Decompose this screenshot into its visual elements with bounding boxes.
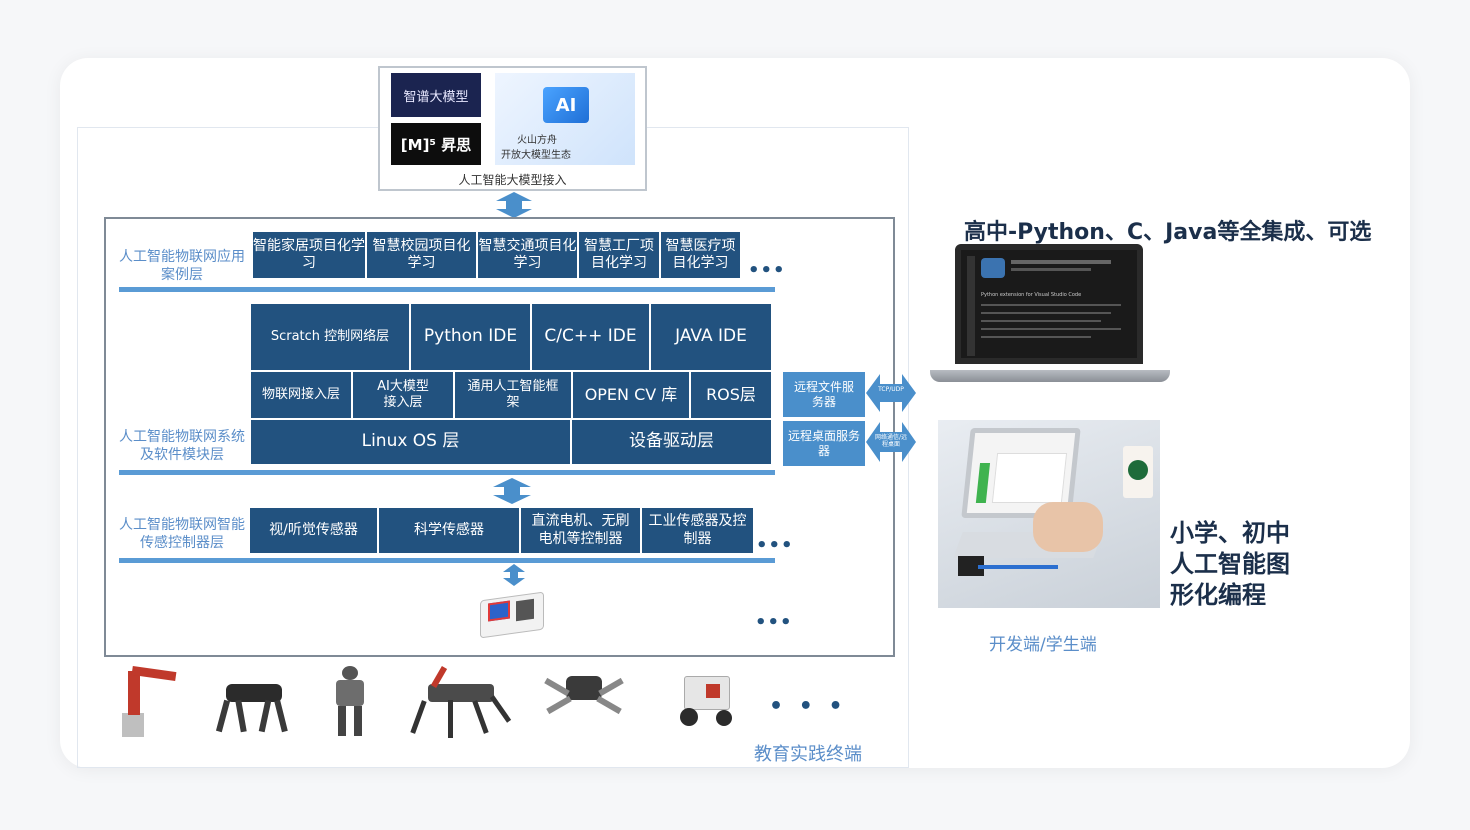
sys-scratch-network: Scratch 控制网络层 bbox=[251, 304, 409, 370]
bottom-more-dots: • • • bbox=[769, 694, 847, 719]
double-arrow-icon bbox=[493, 478, 531, 504]
mindspore-logo: [M]⁵ 昇思 bbox=[391, 123, 481, 165]
app-item-smart-factory: 智慧工厂项目化学习 bbox=[579, 232, 659, 278]
app-more-dots: ••• bbox=[748, 260, 786, 281]
net-label: 网络通信/远程桌面 bbox=[874, 434, 908, 449]
sys-iot-access: 物联网接入层 bbox=[251, 372, 351, 418]
sys-ros: ROS层 bbox=[691, 372, 771, 418]
primary-label-line3: 形化编程 bbox=[1170, 581, 1266, 609]
zhipu-logo: 智谱大模型 bbox=[391, 73, 481, 117]
sys-opencv: OPEN CV 库 bbox=[573, 372, 689, 418]
ai-model-box: 智谱大模型 [M]⁵ 昇思 AI 火山方舟 开放大模型生态 人工智能大模型接入 bbox=[378, 66, 647, 191]
system-layer-label: 人工智能物联网系统及软件模块层 bbox=[119, 429, 245, 464]
sensor-layer-label: 人工智能物联网智能传感控制器层 bbox=[119, 517, 245, 552]
device-more-dots: ••• bbox=[755, 612, 793, 633]
tcp-label: TCP/UDP bbox=[878, 386, 904, 393]
remote-file-server: 远程文件服务器 bbox=[783, 372, 865, 417]
mindspore-label: [M]⁵ 昇思 bbox=[400, 135, 472, 154]
zhipu-label: 智谱大模型 bbox=[403, 89, 469, 105]
app-item-smart-medical: 智慧医疗项目化学习 bbox=[661, 232, 740, 278]
ai-badge: AI bbox=[555, 94, 577, 116]
application-layer-bar bbox=[119, 287, 775, 292]
net-arrow-icon bbox=[866, 422, 916, 462]
ai-cube-icon: AI bbox=[543, 87, 589, 123]
sensor-more-dots: ••• bbox=[756, 535, 794, 556]
app-item-smart-traffic: 智慧交通项目化学习 bbox=[478, 232, 577, 278]
application-layer-label: 人工智能物联网应用案例层 bbox=[119, 249, 245, 284]
robot-arm-image bbox=[118, 663, 180, 738]
system-layer-bar bbox=[119, 470, 775, 475]
laptop-image: Python extension for Visual Studio Code bbox=[930, 244, 1170, 412]
hexapod-robot-image bbox=[408, 664, 512, 742]
sys-linux-os: Linux OS 层 bbox=[251, 420, 570, 464]
sys-device-driver: 设备驱动层 bbox=[572, 420, 771, 464]
sensor-motor-controller: 直流电机、无刷电机等控制器 bbox=[521, 508, 640, 553]
primary-label-line2: 人工智能图 bbox=[1170, 550, 1290, 578]
sys-python-ide: Python IDE bbox=[411, 304, 530, 370]
sys-java-ide: JAVA IDE bbox=[651, 304, 771, 370]
sys-cpp-ide: C/C++ IDE bbox=[532, 304, 649, 370]
robot-dog-image bbox=[210, 676, 292, 738]
app-item-smart-campus: 智慧校园项目化学习 bbox=[367, 232, 476, 278]
sensor-industrial: 工业传感器及控制器 bbox=[642, 508, 753, 553]
controller-device-image bbox=[474, 590, 552, 642]
app-item-smart-home: 智能家居项目化学习 bbox=[253, 232, 365, 278]
sys-ai-model-access: AI大模型接入层 bbox=[353, 372, 453, 418]
remote-desktop-server: 远程桌面服务器 bbox=[783, 421, 865, 466]
double-arrow-icon bbox=[496, 192, 532, 218]
high-school-label: 高中-Python、C、Java等全集成、可选 bbox=[964, 220, 1372, 245]
ai-model-caption: 人工智能大模型接入 bbox=[458, 173, 567, 187]
sensor-layer-bar bbox=[119, 558, 775, 563]
dev-student-label: 开发端/学生端 bbox=[989, 635, 1097, 655]
sys-general-ai-framework: 通用人工智能框架 bbox=[455, 372, 571, 418]
spider-robot-image bbox=[540, 662, 628, 732]
primary-label-line1: 小学、初中 bbox=[1170, 519, 1290, 547]
tcp-arrow-icon bbox=[866, 374, 916, 412]
volcano-text-2: 开放大模型生态 bbox=[501, 150, 571, 161]
lego-robot-image bbox=[676, 666, 744, 736]
laptop-screen-title: Python extension for Visual Studio Code bbox=[981, 292, 1082, 298]
volcano-text-1: 火山方舟 bbox=[517, 135, 557, 146]
sensor-vision-audio: 视/听觉传感器 bbox=[250, 508, 377, 553]
double-arrow-icon bbox=[503, 564, 525, 586]
humanoid-robot-image bbox=[322, 664, 378, 740]
education-terminal-label: 教育实践终端 bbox=[754, 744, 862, 765]
student-coding-photo bbox=[938, 420, 1160, 608]
volcano-image: AI 火山方舟 开放大模型生态 bbox=[495, 73, 635, 165]
sensor-science: 科学传感器 bbox=[379, 508, 519, 553]
